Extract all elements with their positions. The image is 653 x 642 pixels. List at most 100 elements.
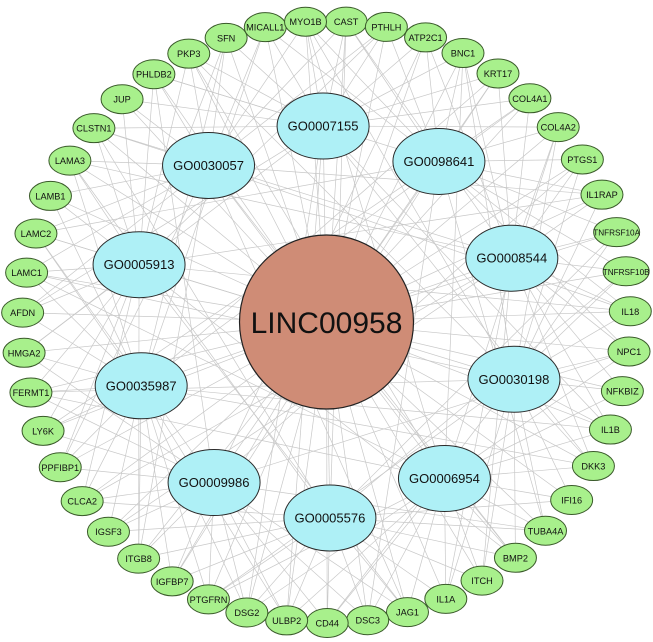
go-node-go0030198[interactable] bbox=[467, 345, 561, 413]
gene-label: LAMC2 bbox=[21, 229, 52, 239]
edge-gene-go bbox=[141, 385, 594, 467]
gene-node-ly6k[interactable] bbox=[21, 415, 65, 446]
gene-node-lamc1[interactable] bbox=[5, 257, 49, 288]
gene-label: IL18 bbox=[621, 307, 639, 317]
gene-node-itgb8[interactable] bbox=[117, 543, 161, 574]
gene-node-clstn1[interactable] bbox=[72, 113, 116, 144]
gene-node-jup[interactable] bbox=[100, 84, 144, 115]
edge-gene-go bbox=[93, 128, 331, 519]
gene-label: DKK3 bbox=[581, 462, 605, 472]
edge-gene-go bbox=[59, 264, 140, 468]
gene-label: TUBA4A bbox=[528, 526, 565, 536]
gene-label: CAST bbox=[334, 17, 359, 27]
go-node-go0030057[interactable] bbox=[162, 131, 256, 199]
edge-gene-go bbox=[213, 351, 630, 483]
gene-label: AFDN bbox=[10, 308, 35, 318]
edge-gene-go bbox=[208, 379, 515, 600]
go-label: GO0008544 bbox=[476, 251, 547, 266]
gene-node-tnfrsf10b[interactable] bbox=[602, 256, 650, 287]
go-node-go0006954[interactable] bbox=[397, 445, 491, 513]
gene-node-igfbp7[interactable] bbox=[150, 566, 194, 597]
go-node-go0007155[interactable] bbox=[276, 92, 370, 160]
gene-node-ulbp2[interactable] bbox=[265, 605, 309, 636]
gene-node-clca2[interactable] bbox=[60, 486, 104, 517]
gene-node-lamc2[interactable] bbox=[14, 218, 58, 249]
gene-node-krt17[interactable] bbox=[476, 58, 520, 89]
gene-label: PTGFRN bbox=[190, 595, 228, 605]
edge-gene-go bbox=[30, 392, 445, 479]
gene-label: IL1A bbox=[436, 594, 456, 604]
gene-node-il18[interactable] bbox=[608, 296, 652, 327]
hub-node[interactable] bbox=[238, 234, 415, 410]
gene-node-il1b[interactable] bbox=[588, 414, 632, 445]
gene-node-tuba4a[interactable] bbox=[524, 515, 568, 546]
gene-label: SFN bbox=[217, 33, 235, 43]
gene-label: PTHLH bbox=[371, 22, 401, 32]
edge-gene-go bbox=[462, 52, 513, 259]
edge-gene-go bbox=[445, 258, 513, 599]
edge-gene-go bbox=[93, 127, 512, 259]
gene-node-jag1[interactable] bbox=[385, 597, 429, 628]
hub-label: LINC00958 bbox=[251, 307, 403, 340]
gene-node-ppfibp1[interactable] bbox=[38, 452, 82, 483]
node-layer: CASTPTHLHATP2C1BNC1KRT17COL4A1COL4A2PTGS… bbox=[1, 6, 652, 638]
go-node-go0005576[interactable] bbox=[283, 484, 377, 552]
edge-gene-go bbox=[23, 125, 324, 354]
gene-node-pthlh[interactable] bbox=[364, 11, 408, 42]
edge-gene-go bbox=[140, 37, 227, 386]
gene-label: TNFRSF10B bbox=[603, 268, 650, 277]
gene-node-myo1b[interactable] bbox=[284, 6, 328, 37]
gene-node-ifi16[interactable] bbox=[550, 484, 594, 515]
gene-label: BMP2 bbox=[503, 553, 528, 563]
gene-label: BNC1 bbox=[451, 49, 476, 59]
go-node-go0035987[interactable] bbox=[94, 352, 188, 420]
gene-node-afdn[interactable] bbox=[1, 297, 45, 328]
gene-label: LY6K bbox=[32, 426, 55, 436]
edge-gene-go bbox=[438, 161, 546, 531]
gene-label: CLCA2 bbox=[67, 497, 97, 507]
gene-node-il1a[interactable] bbox=[424, 583, 468, 614]
gene-node-ptgfrn[interactable] bbox=[186, 584, 230, 615]
gene-node-fermt1[interactable] bbox=[9, 377, 53, 408]
edge-gene-go bbox=[153, 74, 215, 483]
gene-node-itch[interactable] bbox=[460, 565, 504, 596]
edge-gene-go bbox=[214, 482, 546, 532]
gene-node-pkp3[interactable] bbox=[167, 38, 211, 69]
gene-node-il1rap[interactable] bbox=[580, 179, 624, 210]
edge-gene-go bbox=[444, 53, 464, 479]
gene-label: LAMA3 bbox=[55, 156, 85, 166]
gene-label: CLSTN1 bbox=[76, 124, 111, 134]
gene-node-tnfrsf10a[interactable] bbox=[593, 217, 641, 248]
gene-node-lama3[interactable] bbox=[48, 145, 92, 176]
gene-label: ITGB8 bbox=[125, 554, 152, 564]
gene-label: PPFIBP1 bbox=[41, 463, 79, 473]
gene-node-hmga2[interactable] bbox=[2, 337, 46, 368]
go-node-go0098641[interactable] bbox=[392, 127, 486, 195]
gene-label: FERMT1 bbox=[13, 388, 50, 398]
gene-node-lamb1[interactable] bbox=[28, 180, 72, 211]
gene-node-col4a1[interactable] bbox=[508, 83, 552, 114]
gene-node-phldb2[interactable] bbox=[132, 59, 176, 90]
gene-node-dsg2[interactable] bbox=[225, 597, 269, 628]
gene-label: IGFBP7 bbox=[156, 577, 189, 587]
edge-gene-go bbox=[138, 264, 408, 613]
gene-node-bnc1[interactable] bbox=[441, 38, 485, 69]
edge-gene-go bbox=[462, 52, 515, 380]
gene-node-dkk3[interactable] bbox=[571, 451, 615, 482]
go-label: GO0009986 bbox=[179, 475, 250, 490]
gene-node-atp2c1[interactable] bbox=[404, 22, 448, 53]
gene-node-igsf3[interactable] bbox=[86, 516, 130, 547]
gene-label: KRT17 bbox=[484, 69, 512, 79]
go-node-go0008544[interactable] bbox=[465, 224, 559, 292]
gene-node-nfkbiz[interactable] bbox=[600, 376, 644, 407]
gene-label: ITCH bbox=[471, 576, 492, 586]
gene-node-ptgs1[interactable] bbox=[560, 144, 604, 175]
gene-label: IL1RAP bbox=[586, 190, 618, 200]
gene-node-col4a2[interactable] bbox=[536, 112, 580, 143]
gene-node-npc1[interactable] bbox=[607, 336, 651, 367]
gene-node-sfn[interactable] bbox=[204, 22, 248, 53]
go-node-go0009986[interactable] bbox=[167, 449, 261, 517]
gene-node-bmp2[interactable] bbox=[493, 542, 537, 573]
go-node-go0005913[interactable] bbox=[92, 231, 186, 299]
gene-label: CD44 bbox=[315, 618, 339, 628]
